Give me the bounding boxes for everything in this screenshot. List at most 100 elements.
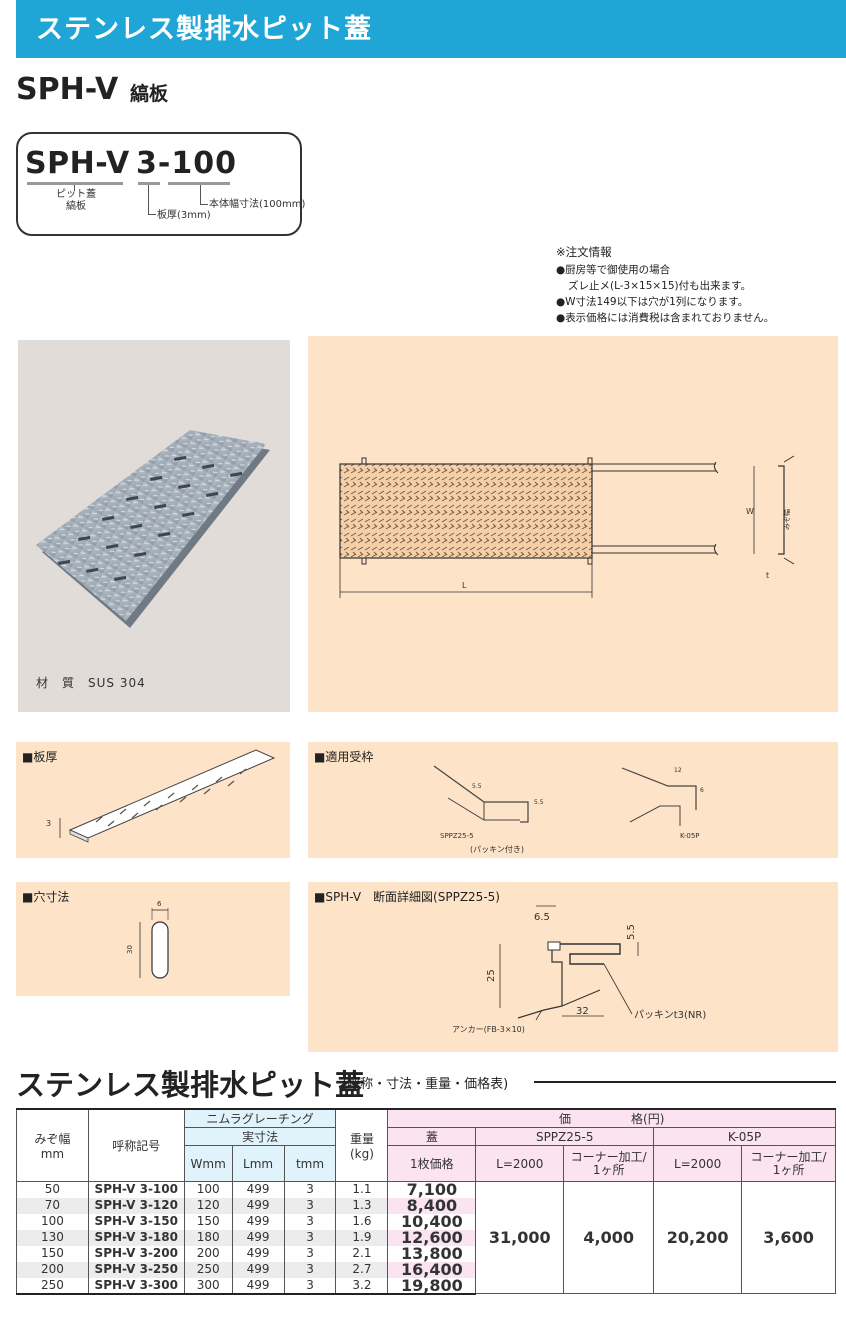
thickness-panel: ■板厚 3 bbox=[16, 742, 290, 858]
header-banner: ステンレス製排水ピット蓋 bbox=[16, 0, 846, 58]
notes-heading: ※注文情報 bbox=[556, 245, 612, 259]
code-width-underline bbox=[168, 182, 230, 185]
cell-l: 499 bbox=[231, 1245, 285, 1262]
section-panel-title: ■SPH-V 断面詳細図(SPPZ25-5) bbox=[314, 890, 500, 904]
th-kop-l2000: L=2000 bbox=[653, 1145, 743, 1182]
cell-code: SPH-V 3-200 bbox=[87, 1245, 185, 1262]
code-thickness-leader-h bbox=[148, 214, 156, 215]
cell-code: SPH-V 3-250 bbox=[87, 1261, 185, 1278]
notes-line4: ●表示価格には消費税は含まれておりません。 bbox=[556, 312, 775, 324]
th-w: Wmm bbox=[183, 1145, 233, 1182]
plan-drawing-panel: L W みぞ幅 t bbox=[308, 336, 838, 712]
cell-code: SPH-V 3-120 bbox=[87, 1197, 185, 1214]
cell-width: 50 bbox=[16, 1181, 89, 1198]
frames-panel: ■適用受枠 5.5 5.5 SPPZ25-5 (パッキン付き) 12 6 K-0… bbox=[308, 742, 838, 858]
cell-t: 3 bbox=[283, 1245, 337, 1262]
price-section-title: ステンレス製排水ピット蓋 bbox=[16, 1068, 365, 1102]
code-prefix-leader bbox=[74, 185, 75, 191]
thickness-drawing: 3 bbox=[46, 749, 276, 843]
cell-width: 100 bbox=[16, 1213, 89, 1230]
frame-left-sub: (パッキン付き) bbox=[470, 844, 524, 854]
th-lid-sub: 1枚価格 bbox=[387, 1145, 477, 1182]
cell-code: SPH-V 3-150 bbox=[87, 1213, 185, 1230]
cell-width: 70 bbox=[16, 1197, 89, 1214]
section-dim-55: 5.5 bbox=[626, 924, 637, 940]
cell-price: 10,400 bbox=[387, 1213, 477, 1230]
th-price: 価 格(円) bbox=[387, 1108, 836, 1128]
frames-drawing: 5.5 5.5 SPPZ25-5 (パッキン付き) 12 6 K-05P bbox=[433, 765, 704, 854]
thickness-dim: 3 bbox=[46, 819, 51, 828]
cell-code: SPH-V 3-300 bbox=[87, 1277, 185, 1295]
section-dim-65: 6.5 bbox=[534, 912, 550, 923]
table-row: 130 SPH-V 3-180 180 499 3 1.9 12,600 bbox=[16, 1229, 836, 1246]
cell-kg: 2.7 bbox=[335, 1261, 389, 1278]
th-sppz: SPPZ25-5 bbox=[475, 1127, 655, 1146]
cell-kg: 2.1 bbox=[335, 1245, 389, 1262]
table-row: 70 SPH-V 3-120 120 499 3 1.3 8,400 bbox=[16, 1197, 836, 1214]
frame-dim-d: 6 bbox=[700, 787, 704, 794]
dim-t-label: t bbox=[766, 571, 769, 580]
cell-t: 3 bbox=[283, 1181, 337, 1198]
cell-width: 150 bbox=[16, 1245, 89, 1262]
price-section-subtitle: (呼称・寸法・重量・価格表) bbox=[342, 1077, 509, 1092]
price-section-rule bbox=[534, 1081, 836, 1083]
th-t: tmm bbox=[283, 1145, 337, 1182]
code-prefix-note-line2: 縞板 bbox=[66, 201, 86, 212]
cell-kg: 1.6 bbox=[335, 1213, 389, 1230]
table-row: 250 SPH-V 3-300 300 499 3 3.2 19,800 bbox=[16, 1277, 836, 1295]
hole-length-dim: 30 bbox=[126, 945, 134, 954]
cell-t: 3 bbox=[283, 1229, 337, 1246]
code-thickness-note: 板厚(3mm) bbox=[157, 210, 211, 221]
cell-price: 16,400 bbox=[387, 1261, 477, 1278]
cell-w: 200 bbox=[183, 1245, 233, 1262]
frame-dim-a: 5.5 bbox=[472, 783, 482, 790]
th-code: 呼称記号 bbox=[87, 1108, 185, 1182]
section-dim-32: 32 bbox=[576, 1006, 589, 1017]
th-grating: ニムラグレーチング bbox=[183, 1108, 337, 1128]
frames-panel-title: ■適用受枠 bbox=[314, 750, 374, 764]
cell-w: 150 bbox=[183, 1213, 233, 1230]
cell-l: 499 bbox=[231, 1261, 285, 1278]
table-row: 150 SPH-V 3-200 200 499 3 2.1 13,800 bbox=[16, 1245, 836, 1262]
cell-t: 3 bbox=[283, 1213, 337, 1230]
cell-l: 499 bbox=[231, 1277, 285, 1295]
section-anchor-label: アンカー(FB-3×10) bbox=[452, 1025, 525, 1034]
th-l: Lmm bbox=[231, 1145, 285, 1182]
cell-price: 8,400 bbox=[387, 1197, 477, 1214]
code-width-leader bbox=[200, 185, 201, 205]
cell-kg: 3.2 bbox=[335, 1277, 389, 1295]
cell-price: 19,800 bbox=[387, 1277, 477, 1295]
section-drawing: 6.5 5.5 25 32 パッキンt3(NR) アンカー(FB-3×10) bbox=[452, 905, 706, 1034]
dim-ditch-label: みぞ幅 bbox=[782, 509, 791, 530]
cell-t: 3 bbox=[283, 1261, 337, 1278]
notes-line2: ズレ止メ(L-3×15×15)付も出来ます。 bbox=[568, 280, 752, 292]
code-width-note: 本体幅寸法(100mm) bbox=[209, 199, 306, 210]
cell-l: 499 bbox=[231, 1213, 285, 1230]
cell-sppz-corner: 4,000 bbox=[563, 1181, 655, 1294]
table-row: 50 SPH-V 3-100 100 499 3 1.1 7,100 31,00… bbox=[16, 1181, 836, 1294]
cell-t: 3 bbox=[283, 1197, 337, 1214]
section-packing-label: パッキンt3(NR) bbox=[634, 1009, 706, 1021]
code-prefix-note-line1: ピット蓋 bbox=[56, 189, 96, 200]
cell-l: 499 bbox=[231, 1229, 285, 1246]
code-thickness-underline bbox=[138, 182, 160, 185]
cell-code: SPH-V 3-180 bbox=[87, 1229, 185, 1246]
th-sppz-l2000: L=2000 bbox=[475, 1145, 565, 1182]
checker-plate-image bbox=[36, 430, 270, 628]
frame-right-name: K-05P bbox=[680, 832, 700, 840]
banner-title: ステンレス製排水ピット蓋 bbox=[36, 14, 372, 45]
cell-w: 120 bbox=[183, 1197, 233, 1214]
cell-kg: 1.1 bbox=[335, 1181, 389, 1198]
section-dim-25: 25 bbox=[486, 969, 497, 982]
code-prefix: SPH-V bbox=[25, 146, 130, 181]
code-prefix-underline bbox=[27, 182, 123, 185]
section-panel: ■SPH-V 断面詳細図(SPPZ25-5) 6.5 5.5 25 32 パッキ… bbox=[308, 882, 838, 1052]
code-number: 3-100 bbox=[136, 146, 237, 181]
table-row: 200 SPH-V 3-250 250 499 3 2.7 16,400 bbox=[16, 1261, 836, 1278]
th-lid: 蓋 bbox=[387, 1127, 477, 1146]
dim-l-label: L bbox=[462, 581, 467, 590]
hole-panel: ■穴寸法 6 30 bbox=[16, 882, 290, 996]
frame-dim-b: 5.5 bbox=[534, 799, 544, 806]
cell-width: 200 bbox=[16, 1261, 89, 1278]
